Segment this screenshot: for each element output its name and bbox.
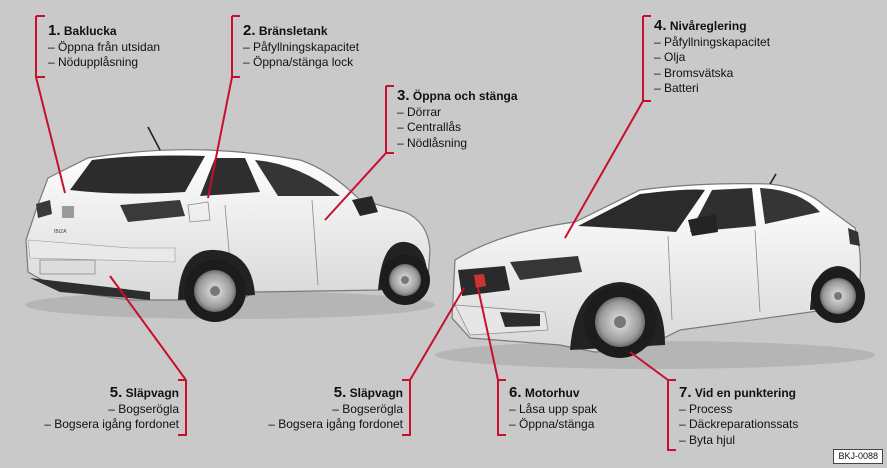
callout-puncture: 7. Vid en punktering – Process – Däckrep… xyxy=(679,385,798,448)
callout-item: – Olja xyxy=(654,50,686,64)
callout-item: – Öppna/stänga xyxy=(509,417,595,431)
leader-5b xyxy=(402,287,465,436)
callout-bonnet: 6. Motorhuv – Låsa upp spak – Öppna/stän… xyxy=(509,385,597,433)
callout-item: – Process xyxy=(679,401,733,416)
callout-number: 5. xyxy=(333,384,347,401)
callout-number: 6. xyxy=(509,384,522,401)
leader-6 xyxy=(477,287,506,436)
callout-number: 7. xyxy=(679,384,692,401)
figure-code: BKJ-0088 xyxy=(833,449,883,464)
callout-number: 2. xyxy=(243,22,256,39)
callout-item: – Nödlåsning xyxy=(397,135,468,150)
leader-2 xyxy=(207,15,240,199)
callout-tailgate: 1. Baklucka – Öppna från utsidan – Nödup… xyxy=(48,23,160,71)
leader-3 xyxy=(324,85,394,221)
callout-title: Baklucka xyxy=(63,24,117,38)
callout-item: – Låsa upp spak xyxy=(509,401,598,416)
callout-title: Motorhuv xyxy=(524,386,580,400)
callout-title: Vid en punktering xyxy=(694,386,796,400)
callout-item: – Centrallås xyxy=(397,120,462,134)
callout-item: – Bogsera igång fordonet xyxy=(268,417,403,431)
callout-item: – Dörrar xyxy=(397,104,442,119)
callout-number: 5. xyxy=(109,384,123,401)
rear-car: IBIZA xyxy=(25,126,435,322)
callout-item: – Bogserögla xyxy=(332,401,403,416)
model-badge: IBIZA xyxy=(54,229,67,235)
front-car xyxy=(435,173,875,369)
callout-title: Släpvagn xyxy=(349,386,403,400)
callout-item: – Däckreparationssats xyxy=(679,417,799,431)
callout-item: – Påfyllningskapacitet xyxy=(243,39,360,54)
leader-lines xyxy=(35,15,676,451)
leader-4 xyxy=(564,15,651,239)
callout-title: Bränsletank xyxy=(258,24,328,38)
callout-item: – Bromsvätska xyxy=(654,65,734,80)
callout-item: – Bogsera igång fordonet xyxy=(44,417,179,431)
callout-item: – Byta hjul xyxy=(679,432,736,447)
callout-open-close: 3. Öppna och stänga – Dörrar – Centrallå… xyxy=(397,88,518,151)
callout-title: Nivåreglering xyxy=(669,19,747,33)
callout-item: – Bogserögla xyxy=(108,401,179,416)
callout-number: 3. xyxy=(397,87,410,104)
callout-item: – Batteri xyxy=(654,81,699,95)
callout-towing-left: 5. Släpvagn – Bogserögla – Bogsera igång… xyxy=(44,385,179,433)
callout-item: – Nödupplåsning xyxy=(48,55,139,69)
callout-towing-right: 5. Släpvagn – Bogserögla – Bogsera igång… xyxy=(268,385,403,433)
callout-fuel-tank: 2. Bränsletank – Påfyllningskapacitet – … xyxy=(243,23,359,71)
callout-title: Släpvagn xyxy=(125,386,179,400)
callout-item: – Öppna från utsidan xyxy=(48,39,161,54)
callout-item: – Påfyllningskapacitet xyxy=(654,34,771,49)
callout-levels: 4. Nivåreglering – Påfyllningskapacitet … xyxy=(654,18,770,97)
leader-5a xyxy=(109,275,187,436)
callout-title: Öppna och stänga xyxy=(412,89,518,103)
leader-1 xyxy=(35,15,66,194)
callout-number: 4. xyxy=(654,17,667,34)
leader-7 xyxy=(629,351,676,451)
callout-item: – Öppna/stänga lock xyxy=(243,55,354,69)
callout-number: 1. xyxy=(48,22,61,39)
